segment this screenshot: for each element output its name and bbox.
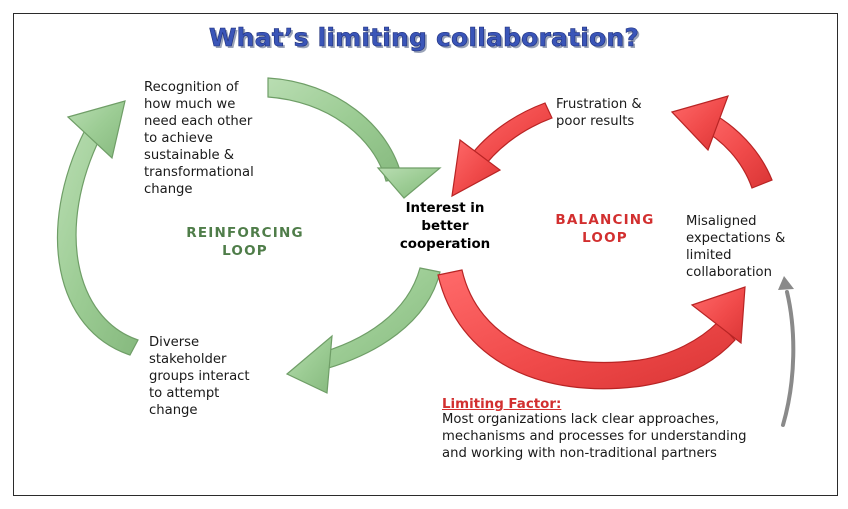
node-frustration: Frustration & poor results (556, 97, 642, 129)
red-arrow-right (670, 95, 773, 189)
node-diverse-stakeholders: Diverse stakeholder groups interact to a… (149, 335, 250, 418)
gray-arrow (778, 276, 796, 427)
node-recognition: Recognition of how much we need each oth… (144, 80, 254, 197)
red-arrow-bottom (437, 269, 746, 390)
limiting-factor-heading: Limiting Factor: (442, 397, 562, 412)
green-arrow-bottom (285, 267, 441, 394)
green-arrow-left (56, 100, 139, 356)
slide-title: What’s limiting collaboration? (208, 23, 640, 53)
limiting-factor-body: Most organizations lack clear approaches… (442, 412, 747, 461)
node-misaligned-expectations: Misaligned expectations & limited collab… (686, 214, 786, 280)
green-arrow-top (267, 77, 442, 199)
slide-frame (13, 13, 838, 496)
balancing-loop-label: BALANCING LOOP (555, 212, 655, 246)
reinforcing-loop-label: REINFORCING LOOP (186, 225, 304, 259)
red-arrow-top (451, 102, 553, 198)
node-interest-cooperation: Interest in better cooperation (399, 201, 491, 252)
